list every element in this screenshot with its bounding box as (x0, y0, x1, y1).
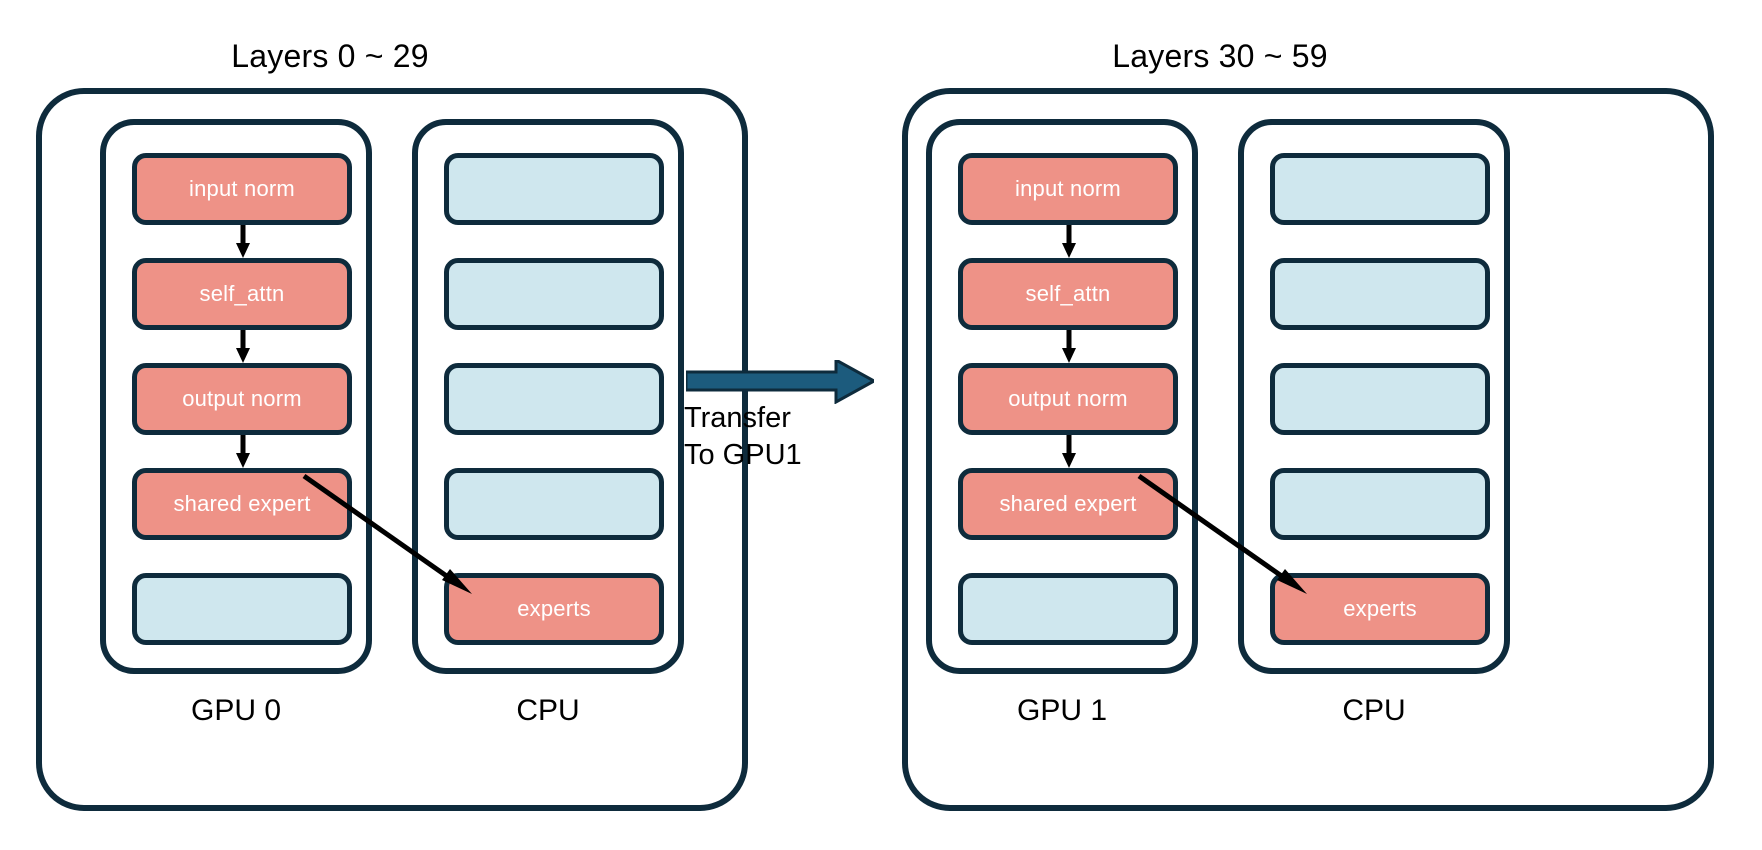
block-shared-expert[interactable]: shared expert (958, 468, 1178, 540)
block-input-norm[interactable]: input norm (132, 153, 352, 225)
block-cpu-slot-0[interactable] (1270, 153, 1490, 225)
block-empty-slot[interactable] (958, 573, 1178, 645)
block-self-attn[interactable]: self_attn (132, 258, 352, 330)
device-panel-left: input norm self_attn output norm shared … (36, 88, 748, 811)
device-label-gpu0: GPU 0 (190, 694, 282, 727)
transfer-arrow-icon (686, 360, 874, 404)
device-label-cpu0: CPU (516, 694, 580, 727)
block-output-norm[interactable]: output norm (958, 363, 1178, 435)
panel-title-right: Layers 30 ~ 59 (1112, 38, 1328, 74)
transfer-label: Transfer To GPU1 (684, 400, 880, 474)
block-empty-slot[interactable] (132, 573, 352, 645)
transfer-label-line1: Transfer (684, 402, 791, 434)
flow-arrow-icon (236, 225, 250, 258)
block-cpu-slot-3[interactable] (444, 468, 664, 540)
block-shared-expert[interactable]: shared expert (132, 468, 352, 540)
block-output-norm[interactable]: output norm (132, 363, 352, 435)
memory-column-cpu1: experts (1238, 119, 1510, 674)
transfer-label-line2: To GPU1 (684, 439, 802, 472)
flow-arrow-icon (236, 435, 250, 468)
block-self-attn[interactable]: self_attn (958, 258, 1178, 330)
device-panel-right: input norm self_attn output norm shared … (902, 88, 1714, 811)
block-experts[interactable]: experts (1270, 573, 1490, 645)
block-input-norm[interactable]: input norm (958, 153, 1178, 225)
flow-arrow-icon (1062, 225, 1076, 258)
device-label-cpu1: CPU (1342, 694, 1406, 727)
flow-arrow-icon (1062, 435, 1076, 468)
device-label-gpu1: GPU 1 (1016, 694, 1108, 727)
block-experts[interactable]: experts (444, 573, 664, 645)
block-cpu-slot-3[interactable] (1270, 468, 1490, 540)
flow-arrow-icon (1062, 330, 1076, 363)
block-cpu-slot-1[interactable] (444, 258, 664, 330)
memory-column-gpu0: input norm self_attn output norm shared … (100, 119, 372, 674)
block-cpu-slot-2[interactable] (444, 363, 664, 435)
flow-arrow-icon (236, 330, 250, 363)
memory-column-cpu0: experts (412, 119, 684, 674)
block-cpu-slot-0[interactable] (444, 153, 664, 225)
block-cpu-slot-1[interactable] (1270, 258, 1490, 330)
panel-title-left: Layers 0 ~ 29 (231, 38, 429, 74)
block-cpu-slot-2[interactable] (1270, 363, 1490, 435)
memory-column-gpu1: input norm self_attn output norm shared … (926, 119, 1198, 674)
